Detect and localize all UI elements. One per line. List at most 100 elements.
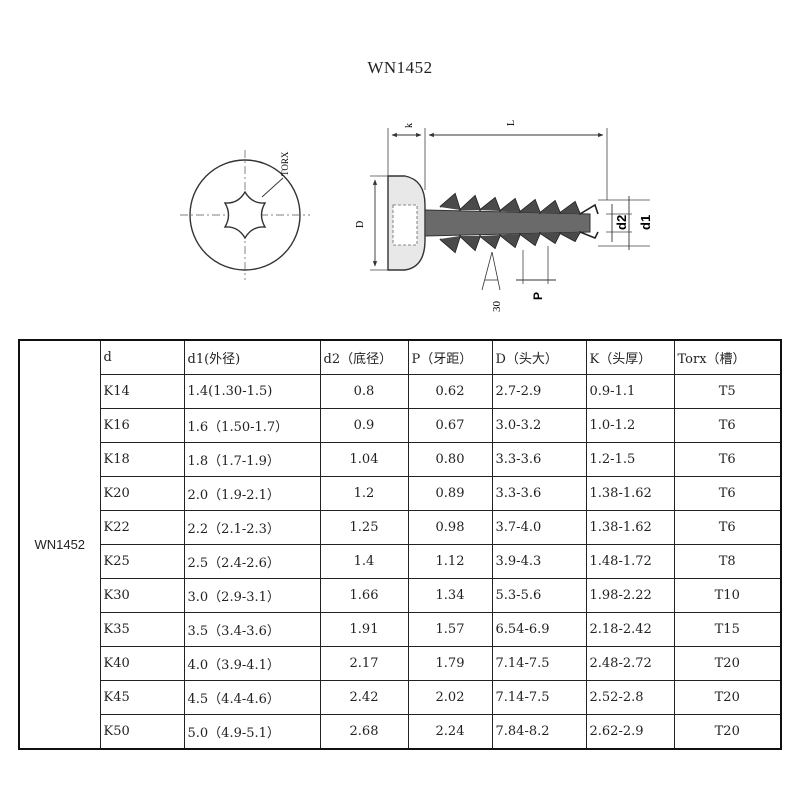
torx-label: TORX (280, 151, 290, 176)
cell-d: K20 (99, 476, 185, 511)
cell-k: 1.98-2.22 (585, 578, 675, 613)
cell-p: 2.02 (407, 680, 493, 715)
cell-d1: 3.0（2.9-3.1） (183, 578, 321, 613)
cell-p: 0.98 (407, 510, 493, 545)
cell-d: K25 (99, 544, 185, 579)
cell-d2: 2.42 (319, 680, 409, 715)
cell-d: K35 (99, 612, 185, 647)
cell-d1: 3.5（3.4-3.6） (183, 612, 321, 647)
cell-k: 1.38-1.62 (585, 476, 675, 511)
cell-d2: 1.4 (319, 544, 409, 579)
screw-technical-drawing: TORX k L D d2 d1 (180, 120, 653, 312)
D-dimension-label: D (355, 221, 366, 228)
cell-p: 1.12 (407, 544, 493, 579)
cell-D: 5.3-5.6 (491, 578, 587, 613)
cell-d2: 1.2 (319, 476, 409, 511)
cell-torx: T6 (673, 510, 782, 545)
cell-D: 3.9-4.3 (491, 544, 587, 579)
cell-d1: 2.0（1.9-2.1） (183, 476, 321, 511)
cell-k: 2.18-2.42 (585, 612, 675, 647)
cell-d: K40 (99, 646, 185, 681)
cell-k: 2.48-2.72 (585, 646, 675, 681)
cell-k: 1.0-1.2 (585, 408, 675, 443)
cell-torx: T15 (673, 612, 782, 647)
cell-k: 1.2-1.5 (585, 442, 675, 477)
cell-p: 0.89 (407, 476, 493, 511)
cell-p: 1.79 (407, 646, 493, 681)
cell-d2: 1.91 (319, 612, 409, 647)
torx-star-icon (223, 190, 267, 240)
cell-D: 2.7-2.9 (491, 374, 587, 409)
header-p: P（牙距） (407, 339, 493, 375)
cell-torx: T8 (673, 544, 782, 579)
d1-dimension-label: d1 (638, 215, 653, 230)
header-k: K（头厚） (585, 339, 675, 375)
cell-D: 7.14-7.5 (491, 646, 587, 681)
cell-d2: 0.8 (319, 374, 409, 409)
cell-k: 2.62-2.9 (585, 714, 675, 750)
cell-k: 1.38-1.62 (585, 510, 675, 545)
cell-torx: T6 (673, 476, 782, 511)
cell-k: 2.52-2.8 (585, 680, 675, 715)
cell-p: 0.62 (407, 374, 493, 409)
page-title: WN1452 (367, 58, 433, 77)
cell-d: K22 (99, 510, 185, 545)
cell-d2: 1.66 (319, 578, 409, 613)
cell-k: 0.9-1.1 (585, 374, 675, 409)
head-top-view: TORX (180, 150, 310, 280)
cell-d: K30 (99, 578, 185, 613)
cell-D: 3.3-3.6 (491, 442, 587, 477)
cell-d: K18 (99, 442, 185, 477)
cell-d1: 1.4(1.30-1.5) (183, 374, 321, 409)
cell-torx: T20 (673, 646, 782, 681)
cell-p: 2.24 (407, 714, 493, 750)
cell-k: 1.48-1.72 (585, 544, 675, 579)
cell-torx: T6 (673, 442, 782, 477)
cell-d: K14 (99, 374, 185, 409)
cell-torx: T5 (673, 374, 782, 409)
cell-d: K45 (99, 680, 185, 715)
cell-D: 7.14-7.5 (491, 680, 587, 715)
cell-d1: 1.6（1.50-1.7） (183, 408, 321, 443)
L-dimension-label: L (506, 120, 517, 126)
model-cell: WN1452 (18, 339, 101, 750)
screw-side-view: k L D d2 d1 30 P (355, 120, 653, 312)
cell-d2: 2.68 (319, 714, 409, 750)
cell-D: 6.54-6.9 (491, 612, 587, 647)
cell-torx: T6 (673, 408, 782, 443)
cell-d1: 2.5（2.4-2.6） (183, 544, 321, 579)
cell-d: K50 (99, 714, 185, 750)
cell-d1: 1.8（1.7-1.9） (183, 442, 321, 477)
cell-D: 3.0-3.2 (491, 408, 587, 443)
cell-D: 3.3-3.6 (491, 476, 587, 511)
cell-d1: 4.5（4.4-4.6） (183, 680, 321, 715)
cell-d1: 4.0（3.9-4.1） (183, 646, 321, 681)
k-dimension-label: k (404, 123, 415, 128)
cell-D: 3.7-4.0 (491, 510, 587, 545)
cell-torx: T10 (673, 578, 782, 613)
cell-p: 0.80 (407, 442, 493, 477)
cell-p: 1.34 (407, 578, 493, 613)
thread-angle-label: 30 (491, 301, 503, 313)
cell-p: 1.57 (407, 612, 493, 647)
pitch-label: P (531, 292, 545, 300)
header-d1: d1(外径) (183, 339, 321, 375)
cell-d2: 1.04 (319, 442, 409, 477)
header-d: d (99, 339, 185, 375)
table-header-row: WN1452 d d1(外径) d2（底径） P（牙距） D（头大） K（头厚）… (18, 339, 782, 750)
cell-torx: T20 (673, 714, 782, 750)
cell-p: 0.67 (407, 408, 493, 443)
spec-table: WN1452 d d1(外径) d2（底径） P（牙距） D（头大） K（头厚）… (18, 339, 782, 750)
cell-torx: T20 (673, 680, 782, 715)
